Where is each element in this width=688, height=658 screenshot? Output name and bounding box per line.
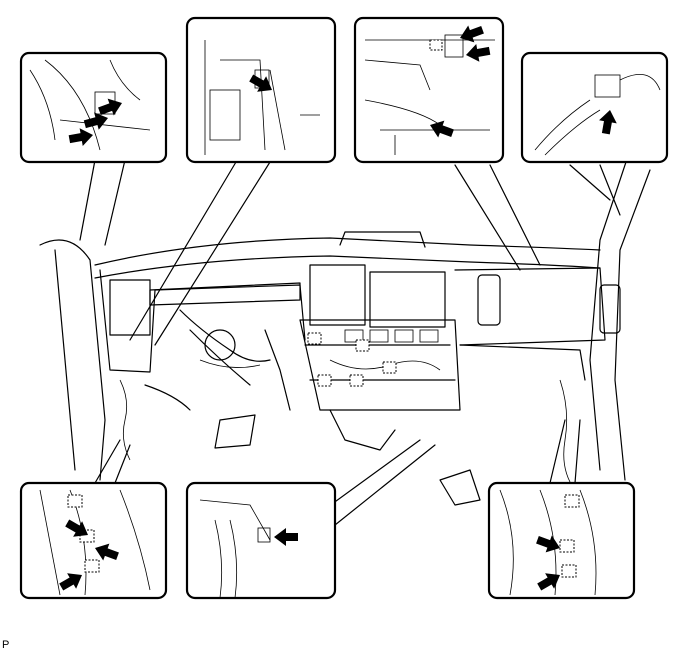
callout-upper-right	[520, 51, 669, 164]
callout-upper-center-right	[353, 16, 505, 164]
callout-lower-left	[19, 481, 168, 600]
callout-upper-left	[19, 51, 168, 164]
callout-upper-center-left	[185, 16, 337, 164]
instrument-panel-reinforcement	[39, 149, 651, 506]
callout-lower-center	[185, 481, 337, 600]
callout-lower-right	[487, 481, 636, 600]
illustration-code: P	[2, 639, 10, 651]
